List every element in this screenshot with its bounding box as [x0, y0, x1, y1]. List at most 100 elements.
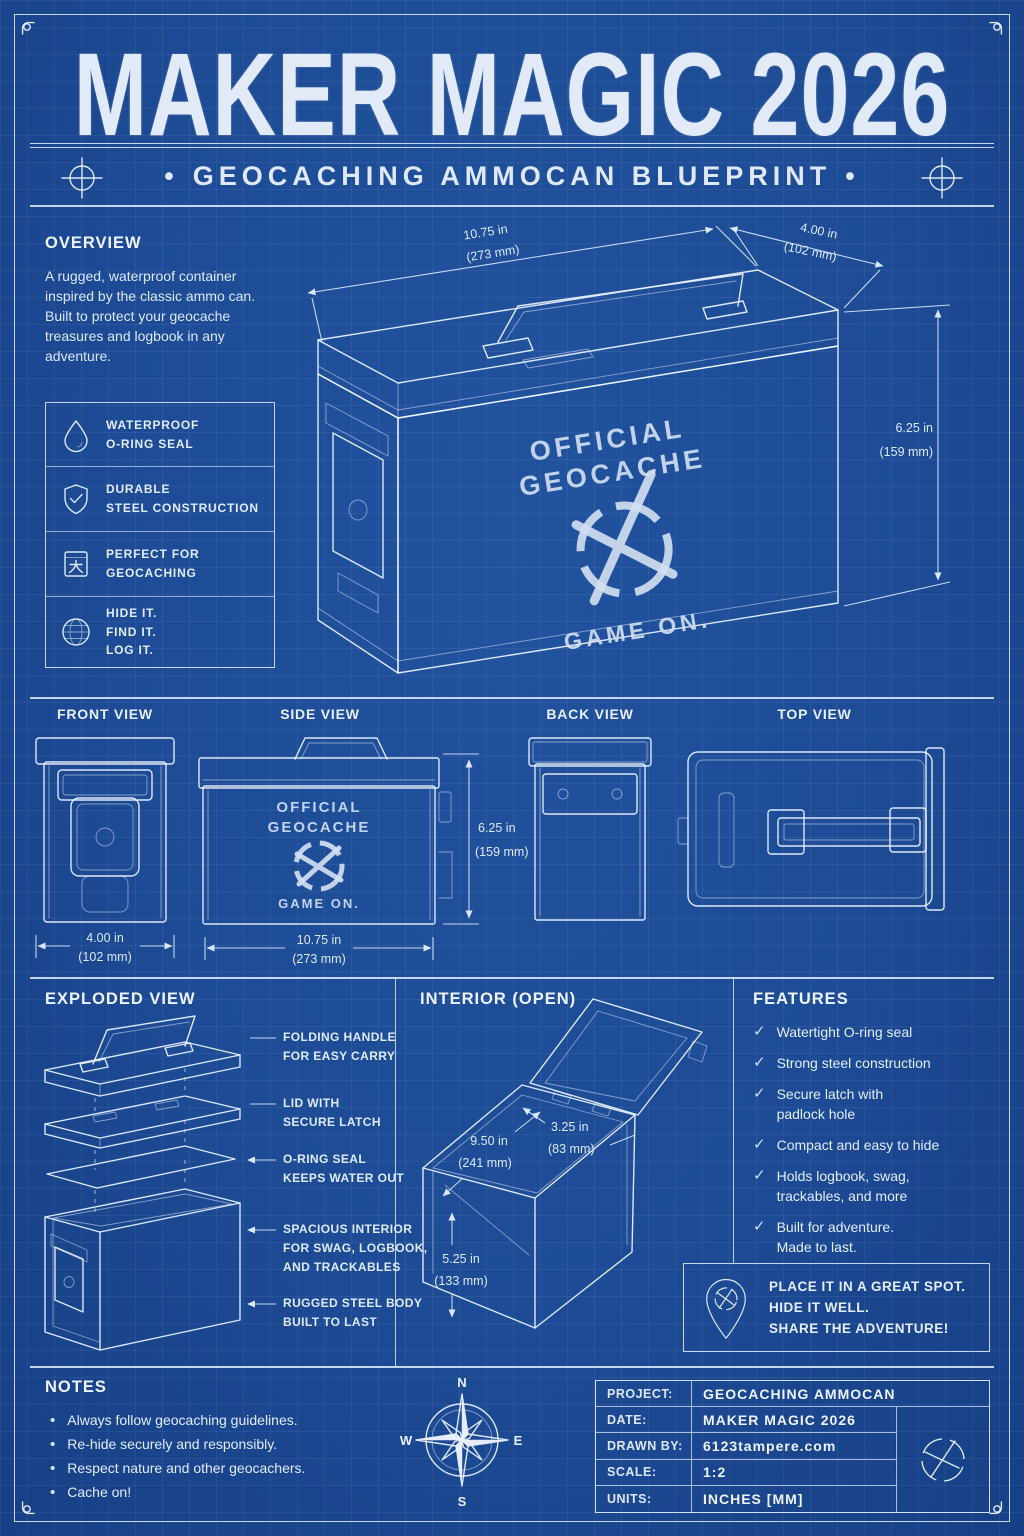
column-divider: [395, 977, 396, 1366]
dim-height-mm: (159 mm): [880, 445, 933, 459]
interior-dim-width-in: 3.25 in: [551, 1120, 589, 1134]
side-dim-height-in: 6.25 in: [478, 821, 516, 835]
title-block-value: 6123tampere.com: [692, 1433, 897, 1460]
title-block-table: PROJECT: GEOCACHING AMMOCAN DATE: MAKER …: [595, 1380, 990, 1513]
side-dim-height-mm: (159 mm): [475, 845, 528, 859]
top-view-label: TOP VIEW: [777, 706, 852, 722]
corner-ornament-icon: [21, 1501, 35, 1515]
interior-dim-height-in: 5.25 in: [442, 1252, 480, 1266]
stencil-line: GAME ON.: [562, 606, 713, 655]
title-block-label: PROJECT:: [596, 1381, 692, 1408]
check-icon: ✓: [753, 1023, 766, 1040]
callout-line: SPACIOUS INTERIOR: [283, 1222, 413, 1236]
check-icon: ✓: [753, 1136, 766, 1153]
dim-width-in: 4.00 in: [799, 220, 839, 242]
callout-line: BUILT TO LAST: [283, 1315, 378, 1329]
feature-label: GEOCACHING: [106, 566, 197, 580]
feature-label: O-RING SEAL: [106, 436, 194, 451]
title-block-value: GEOCACHING AMMOCAN: [692, 1381, 989, 1408]
title-block-value: 1:2: [692, 1459, 897, 1486]
callout-box-line: PLACE IT IN A GREAT SPOT.: [769, 1279, 966, 1294]
column-divider: [733, 977, 734, 1263]
title-block-value: MAKER MAGIC 2026: [692, 1407, 897, 1434]
feature-item: ✓Holds logbook, swag,trackables, and mor…: [753, 1167, 910, 1204]
bullet-icon: •: [50, 1484, 56, 1501]
subtitle-dot: •: [845, 161, 860, 191]
stencil-line: GAME ON.: [278, 896, 360, 911]
notes-list: •Always follow geocaching guidelines. •R…: [50, 1410, 305, 1506]
callout-line: FOR EASY CARRY: [283, 1049, 396, 1063]
callout-box-line: HIDE IT WELL.: [769, 1300, 870, 1315]
side-view-label: SIDE VIEW: [280, 706, 360, 722]
title-block-label: UNITS:: [596, 1485, 692, 1512]
title-block-label: DATE:: [596, 1407, 692, 1434]
feature-label: HIDE IT.: [106, 606, 158, 621]
dim-width-mm: (102 mm): [783, 239, 838, 264]
page-subtitle: •GEOCACHING AMMOCAN BLUEPRINT•: [0, 161, 1024, 192]
callout-line: SECURE LATCH: [283, 1115, 381, 1129]
feature-label: WATERPROOF: [106, 417, 200, 432]
features-list: ✓Watertight O-ring seal ✓Strong steel co…: [753, 1022, 989, 1257]
callout-oring: O-RING SEAL KEEPS WATER OUT: [246, 1150, 404, 1188]
exploded-view-drawing: [44, 1015, 241, 1351]
top-view-drawing: [677, 747, 945, 911]
interior-dim-height-mm: (133 mm): [434, 1274, 487, 1288]
compass-south-label: S: [458, 1494, 467, 1509]
title-block-logo-cell: [897, 1407, 989, 1512]
feature-label: DURABLE: [106, 482, 171, 497]
callout-body: RUGGED STEEL BODY BUILT TO LAST: [246, 1294, 422, 1332]
water-drop-icon: [64, 419, 88, 452]
notes-heading: NOTES: [45, 1378, 107, 1396]
callout-folding-handle: FOLDING HANDLE FOR EASY CARRY: [246, 1028, 396, 1066]
bullet-icon: •: [50, 1412, 56, 1429]
feature-item: ✓Watertight O-ring seal: [753, 1023, 913, 1040]
header-rule-bottom: [30, 205, 994, 207]
corner-ornament-icon: [989, 1501, 1003, 1515]
section-divider: [30, 977, 994, 979]
header-rule: [30, 147, 994, 148]
callout-line: O-RING SEAL: [283, 1152, 367, 1166]
feature-label: FIND IT.: [106, 624, 157, 639]
corner-ornament-icon: [21, 21, 35, 35]
overview-heading: OVERVIEW: [45, 234, 142, 252]
interior-dim-width-mm: (83 mm): [548, 1142, 595, 1156]
back-view-drawing: [528, 737, 652, 921]
side-dim-length-in: 10.75 in: [297, 933, 342, 947]
registration-crosshair-icon: [61, 157, 103, 199]
feature-row: WATERPROOF O-RING SEAL: [46, 403, 274, 466]
note-item: •Cache on!: [50, 1484, 132, 1501]
compass-east-label: E: [514, 1433, 523, 1448]
feature-item: ✓Compact and easy to hide: [753, 1136, 940, 1153]
shield-check-icon: [64, 484, 88, 515]
dim-length-in: 10.75 in: [462, 222, 508, 243]
callout-line: RUGGED STEEL BODY: [283, 1296, 423, 1310]
interior-heading: INTERIOR (OPEN): [420, 990, 577, 1008]
stencil-line: OFFICIAL: [276, 799, 361, 816]
section-divider: [30, 697, 994, 699]
front-view-drawing: 4.00 in (102 mm): [35, 737, 175, 964]
note-item: •Re-hide securely and responsibly.: [50, 1436, 278, 1453]
callout-line: AND TRACKABLES: [283, 1260, 401, 1274]
feature-label: LOG IT.: [106, 643, 154, 658]
overview-paragraph: A rugged, waterproof container inspired …: [45, 268, 256, 364]
subtitle-dot: •: [164, 161, 179, 191]
interior-dim-depth-in: 9.50 in: [470, 1134, 508, 1148]
interior-open-drawing: 9.50 in (241 mm) 3.25 in (83 mm) 5.25 in…: [422, 998, 708, 1329]
callout-line: FOLDING HANDLE: [283, 1030, 396, 1044]
geocache-container-icon: [64, 551, 88, 577]
header-rule: [30, 143, 994, 144]
interior-dim-depth-mm: (241 mm): [458, 1156, 511, 1170]
title-block-label: DRAWN BY:: [596, 1433, 692, 1460]
geocache-stencil: OFFICIAL GEOCACHE GAME ON.: [517, 413, 713, 655]
callout-line: KEEPS WATER OUT: [283, 1171, 405, 1185]
front-dim-mm: (102 mm): [78, 950, 131, 964]
bullet-icon: •: [50, 1436, 56, 1453]
features-heading: FEATURES: [753, 990, 849, 1008]
side-view-drawing: OFFICIAL GEOCACHE GAME ON. 10.75 in (273…: [198, 737, 528, 966]
compass-west-label: W: [400, 1433, 413, 1448]
